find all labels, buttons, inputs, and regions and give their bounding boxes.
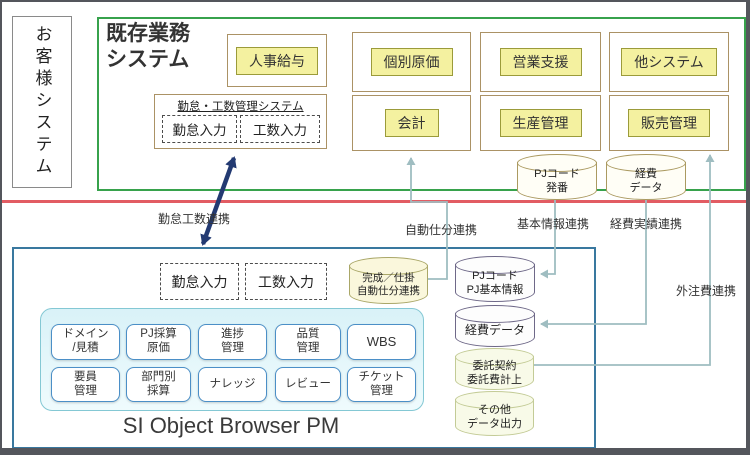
kintai-management-title: 勤怠・工数管理システム	[177, 101, 304, 113]
db-consignment-cylinder: 委託契約 委託費計上	[455, 348, 534, 390]
kintai-kosu-double-arrow	[200, 156, 237, 246]
cylinder-top	[455, 256, 535, 274]
pm-module-pj-profitability-cost: PJ採算 原価	[126, 324, 191, 360]
manhour-input-box-top: 工数入力	[240, 115, 320, 143]
pm-module-progress-mgmt: 進捗 管理	[198, 324, 267, 360]
attendance-input-box-top: 勤怠入力	[162, 115, 237, 143]
auto-journal-connector	[406, 157, 448, 280]
attendance-input-box-pm: 勤怠入力	[160, 263, 239, 300]
kintai-management-box: 勤怠・工数管理システム 勤怠入力 工数入力	[154, 94, 327, 149]
cylinder-top	[606, 154, 686, 172]
db-pj-code-issue-cylinder: PJコード 発番	[517, 154, 597, 200]
db-expense-pm-label: 経費データ	[464, 323, 525, 337]
pm-module-review: レビュー	[275, 367, 341, 402]
module-production-mgmt-label: 生産管理	[499, 109, 582, 137]
module-sales-support-label: 営業支援	[499, 48, 582, 76]
db-auto-journal-label: 完成／仕掛 自動仕分連携	[357, 271, 420, 297]
module-sales-mgmt-label: 販売管理	[628, 109, 710, 137]
db-expense-top-label: 経費 データ	[629, 167, 663, 194]
db-pj-info-label: PJコード PJ基本情報	[466, 269, 524, 296]
module-other-systems-label: 他システム	[621, 48, 717, 76]
pm-module-knowledge: ナレッジ	[198, 367, 267, 402]
hr-payroll-outer-box: 人事給与	[227, 34, 327, 87]
module-individual-cost-label: 個別原価	[370, 48, 453, 76]
outsourcing-cost-connector	[534, 154, 715, 366]
pm-module-quality-mgmt: 品質 管理	[275, 324, 341, 360]
module-accounting-label: 会計	[384, 109, 439, 137]
module-sales-mgmt: 販売管理	[609, 95, 729, 151]
db-pj-code-issue-label: PJコード 発番	[534, 167, 580, 194]
obpm-title: SI Object Browser PM	[122, 413, 340, 438]
basic-info-connector	[540, 198, 556, 279]
pm-module-dept-profitability: 部門別 採算	[126, 367, 191, 402]
db-expense-pm-cylinder: 経費データ	[455, 305, 535, 347]
expense-actual-connector	[540, 198, 647, 329]
module-production-mgmt: 生産管理	[480, 95, 601, 151]
pm-module-wbs: WBS	[347, 324, 416, 360]
db-auto-journal-cylinder: 完成／仕掛 自動仕分連携	[349, 257, 428, 304]
cylinder-top	[349, 257, 428, 275]
db-other-output-cylinder: その他 データ出力	[455, 391, 534, 436]
cylinder-top	[455, 391, 534, 409]
pm-module-ticket-mgmt: チケット 管理	[347, 367, 416, 402]
module-sales-support: 営業支援	[480, 32, 601, 92]
manhour-input-box-pm: 工数入力	[245, 263, 327, 300]
link-expense-actual-label: 経費実績連携	[610, 217, 683, 231]
link-kintai-kosu-label: 勤怠工数連携	[158, 212, 231, 226]
pm-module-staff-mgmt: 要員 管理	[51, 367, 120, 402]
cylinder-top	[455, 348, 534, 366]
db-consignment-label: 委託契約 委託費計上	[467, 359, 522, 386]
customer-system-box: お客様システム	[12, 16, 72, 188]
cylinder-top	[455, 305, 535, 323]
module-accounting: 会計	[352, 95, 471, 151]
pm-module-domain-estimate: ドメイン /見積	[51, 324, 120, 360]
customer-system-label: お客様システム	[32, 25, 52, 179]
module-individual-cost: 個別原価	[352, 32, 471, 92]
link-auto-journal-label: 自動仕分連携	[405, 223, 478, 237]
link-basic-info-label: 基本情報連携	[517, 217, 590, 231]
db-expense-top-cylinder: 経費 データ	[606, 154, 686, 200]
customer-pm-divider	[2, 200, 746, 203]
module-other-systems: 他システム	[609, 32, 729, 92]
cylinder-top	[517, 154, 597, 172]
db-pj-info-cylinder: PJコード PJ基本情報	[455, 256, 535, 302]
existing-systems-title: 既存業務 システム	[106, 22, 190, 71]
hr-payroll-label: 人事給与	[236, 46, 318, 75]
link-outsourcing-cost-label: 外注費連携	[676, 284, 737, 298]
db-other-output-label: その他 データ出力	[467, 404, 522, 430]
